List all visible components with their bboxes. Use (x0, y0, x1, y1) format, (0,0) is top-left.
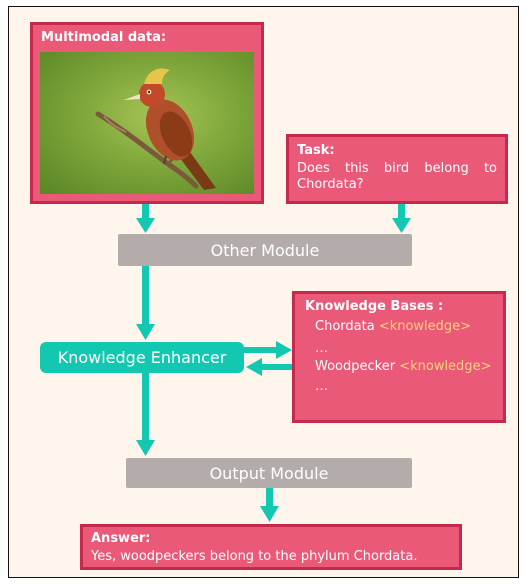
other-module-box: Other Module (118, 234, 412, 266)
knowledge-bases-label: Knowledge Bases : (305, 299, 444, 314)
multimodal-data-box: Multimodal data: (30, 22, 264, 204)
arrow-enhancer-to-kb (244, 347, 278, 353)
knowledge-bases-box: Knowledge Bases : Chordata <knowledge> …… (292, 291, 506, 423)
bird-illustration (95, 68, 216, 190)
bird-photo (40, 52, 254, 194)
other-module-label: Other Module (210, 240, 320, 260)
arrow-multimodal-to-other (142, 204, 149, 220)
multimodal-data-label: Multimodal data: (41, 30, 167, 45)
kb-item-chordata: Chordata <knowledge> (315, 319, 472, 334)
answer-label: Answer: (91, 531, 151, 546)
arrow-kb-to-enhancer (260, 364, 292, 370)
kb-item-ellipsis-2: … (315, 379, 328, 394)
answer-box: Answer: Yes, woodpeckers belong to the p… (80, 524, 462, 570)
task-text: Does this bird belong to Chordata? (297, 161, 497, 192)
arrow-task-to-other (398, 204, 405, 220)
arrow-enhancer-to-output (142, 373, 149, 441)
kb-item-woodpecker: Woodpecker <knowledge> (315, 359, 492, 374)
output-module-box: Output Module (126, 458, 412, 488)
arrow-other-to-enhancer (142, 266, 149, 326)
output-module-label: Output Module (209, 463, 329, 483)
task-box: Task: Does this bird belong to Chordata? (286, 134, 508, 204)
task-label: Task: (297, 143, 335, 158)
knowledge-enhancer-box: Knowledge Enhancer (40, 342, 244, 373)
answer-text: Yes, woodpeckers belong to the phylum Ch… (91, 549, 418, 564)
kb-item-ellipsis: … (315, 341, 328, 356)
arrow-output-to-answer (266, 488, 273, 508)
knowledge-enhancer-label: Knowledge Enhancer (57, 348, 227, 367)
